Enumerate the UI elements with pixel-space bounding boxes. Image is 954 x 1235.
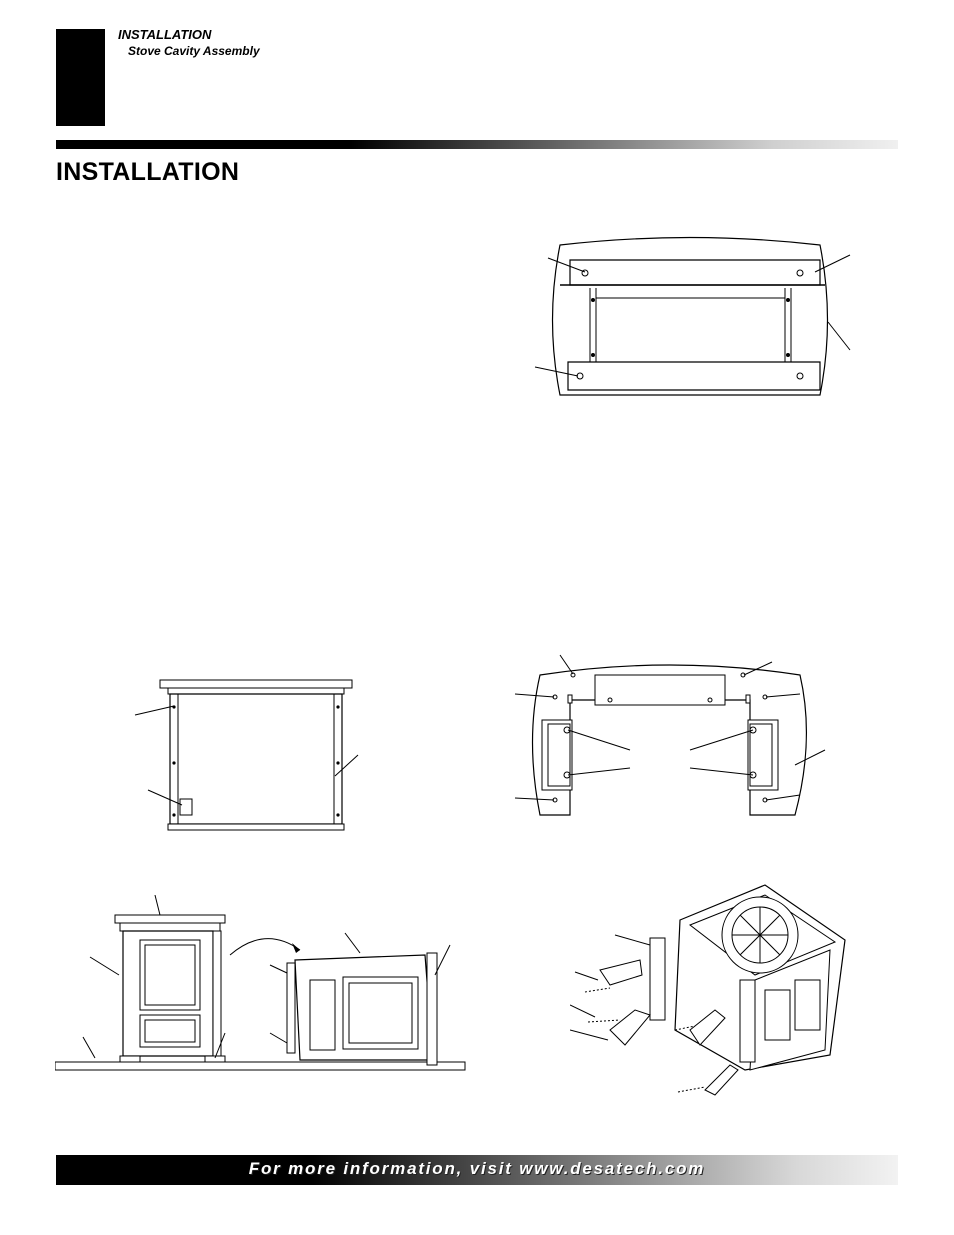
figure-side-panel — [130, 675, 370, 840]
footer-bar: For more information, visit www.desatech… — [56, 1155, 898, 1185]
figure-top-view-side-brackets — [510, 650, 830, 820]
header-subsection-title: Stove Cavity Assembly — [128, 44, 260, 58]
header-gradient-rule — [56, 140, 898, 149]
page-title: INSTALLATION — [56, 158, 240, 186]
section-tab-marker — [56, 29, 105, 126]
footer-website-text: For more information, visit www.desatech… — [248, 1159, 706, 1178]
figure-stove-tipped-on-side — [55, 895, 470, 1075]
header-section-title: INSTALLATION — [118, 27, 212, 42]
figure-top-panel-brackets — [530, 230, 860, 410]
figure-exploded-leg-assembly — [570, 880, 860, 1110]
